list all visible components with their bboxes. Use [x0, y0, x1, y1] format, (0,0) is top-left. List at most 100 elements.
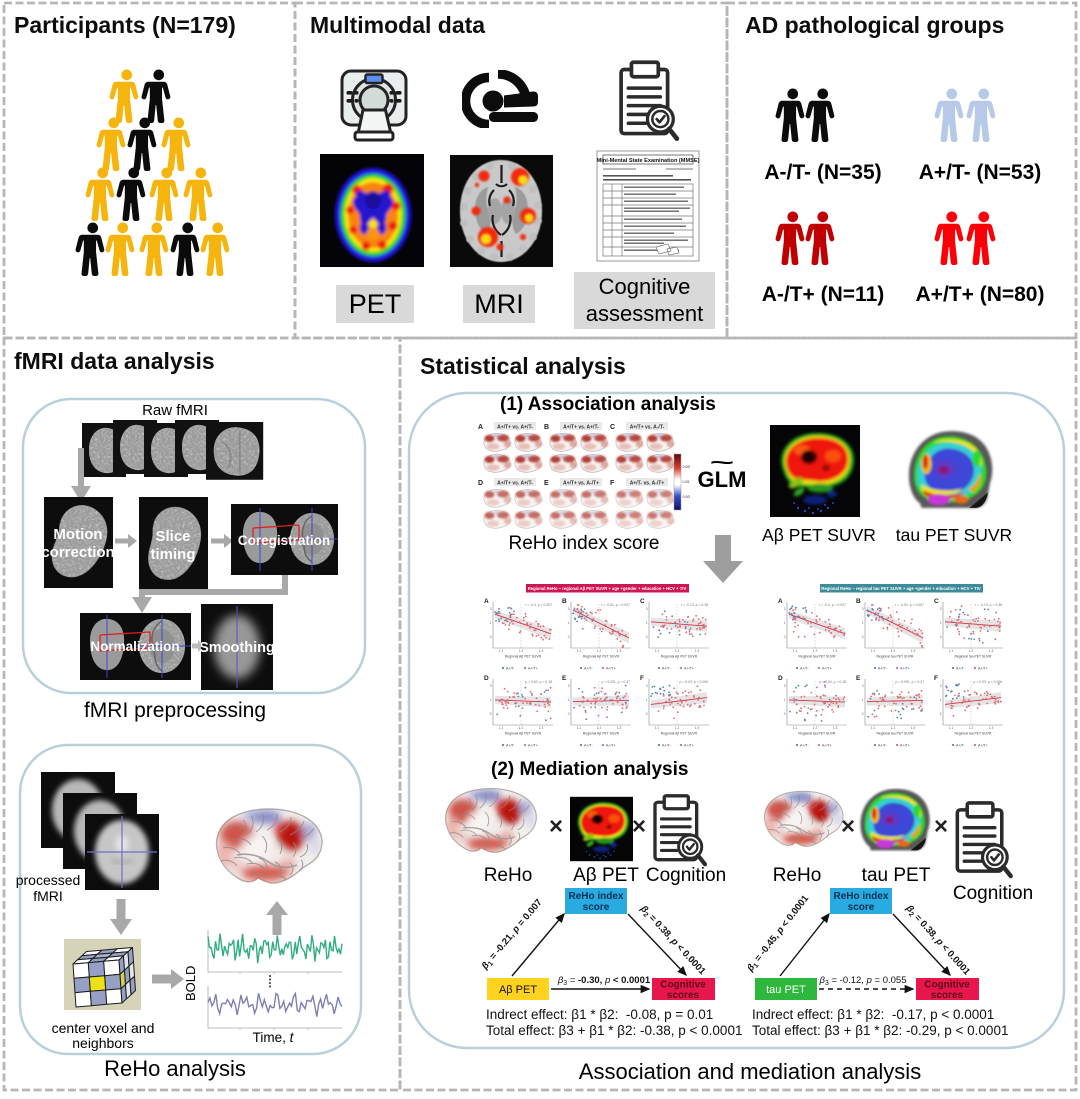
svg-text:A+/T-: A+/T- [800, 744, 809, 748]
svg-text:A+/T- vs. A-/T+: A+/T- vs. A-/T+ [630, 481, 665, 487]
svg-text:1: 1 [940, 698, 942, 702]
svg-text:r = -0.4, p = 0.007: r = -0.4, p = 0.007 [819, 603, 846, 607]
svg-text:3: 3 [862, 684, 864, 688]
svg-text:0.005: 0.005 [683, 465, 691, 469]
svg-text:1.3: 1.3 [617, 726, 622, 730]
svg-text:3: 3 [784, 684, 786, 688]
svg-text:1.2: 1.2 [519, 726, 524, 730]
svg-text:A+/T-: A+/T- [506, 667, 515, 671]
svg-text:β3 = -0.12, p = 0.055: β3 = -0.12, p = 0.055 [818, 975, 906, 987]
svg-text:β1 = -0.45, p < 0.0001: β1 = -0.45, p < 0.0001 [748, 893, 812, 975]
svg-text:Regional tau PET SUVR: Regional tau PET SUVR [877, 732, 914, 736]
svg-text:Coregistration: Coregistration [238, 533, 330, 548]
svg-text:scores: scores [931, 990, 964, 1001]
svg-text:β1 = -0.21, p = 0.007: β1 = -0.21, p = 0.007 [480, 897, 545, 973]
svg-text:A+/T-: A+/T- [584, 744, 593, 748]
svg-text:A+/T+ vs. A-/T+: A+/T+ vs. A-/T+ [563, 481, 599, 487]
svg-text:A+/T-: A+/T- [878, 667, 887, 671]
svg-text:A+/T-: A+/T- [584, 667, 593, 671]
svg-text:1.1: 1.1 [949, 649, 954, 653]
svg-text:r = -0.4, p = 0.007: r = -0.4, p = 0.007 [525, 603, 552, 607]
svg-text:p = 0.091, p = 0.37: p = 0.091, p = 0.37 [896, 680, 925, 684]
svg-text:1.2: 1.2 [891, 649, 896, 653]
svg-text:3: 3 [490, 684, 492, 688]
svg-text:Regional tau PET SUVR: Regional tau PET SUVR [799, 732, 836, 736]
svg-text:A+/T+: A+/T+ [978, 667, 988, 671]
svg-text:A+/T+: A+/T+ [684, 744, 694, 748]
svg-text:r = -0.13, p = 0.38: r = -0.13, p = 0.38 [975, 603, 1002, 607]
svg-text:score: score [848, 902, 875, 913]
svg-text:A+/T-: A+/T- [662, 744, 671, 748]
svg-text:Regional Aβ PET SUVR: Regional Aβ PET SUVR [505, 655, 542, 659]
svg-text:β2 = 0.38, p < 0.0001: β2 = 0.38, p < 0.0001 [637, 903, 708, 978]
svg-text:1.1: 1.1 [949, 726, 954, 730]
svg-text:F: F [934, 675, 938, 682]
svg-text:0: 0 [784, 635, 786, 639]
svg-text:Cognitive: Cognitive [924, 980, 970, 991]
svg-text:1.2: 1.2 [675, 726, 680, 730]
svg-text:B: B [856, 598, 861, 605]
svg-text:A+/T+: A+/T+ [900, 744, 910, 748]
svg-text:1.3: 1.3 [539, 726, 544, 730]
svg-text:1.3: 1.3 [911, 649, 916, 653]
svg-text:1.3: 1.3 [911, 726, 916, 730]
svg-text:A+/T+: A+/T+ [528, 667, 538, 671]
svg-text:0: 0 [862, 712, 864, 716]
svg-text:E: E [544, 480, 549, 487]
svg-text:A+/T-: A+/T- [506, 744, 515, 748]
svg-text:1.3: 1.3 [617, 649, 622, 653]
svg-text:3: 3 [940, 684, 942, 688]
svg-text:A+/T+: A+/T+ [900, 667, 910, 671]
svg-text:A+/T+: A+/T+ [606, 744, 616, 748]
svg-text:p = 0.091, p = 0.37: p = 0.091, p = 0.37 [602, 680, 631, 684]
svg-text:A+/T-: A+/T- [800, 667, 809, 671]
svg-text:Regional tau PET SUVR: Regional tau PET SUVR [955, 732, 992, 736]
svg-text:B: B [562, 598, 567, 605]
svg-text:r = -0.13, p = 0.38: r = -0.13, p = 0.38 [681, 603, 708, 607]
svg-text:1.1: 1.1 [655, 649, 660, 653]
svg-text:tau PET: tau PET [766, 984, 806, 996]
svg-text:D: D [484, 675, 489, 682]
svg-text:1: 1 [862, 621, 864, 625]
svg-text:Regional Aβ PET SUVR: Regional Aβ PET SUVR [661, 732, 698, 736]
svg-text:C: C [610, 424, 615, 431]
svg-text:Motion: Motion [53, 526, 102, 543]
svg-text:1.3: 1.3 [695, 726, 700, 730]
svg-text:p = 0.62, p = 0.18: p = 0.62, p = 0.18 [525, 680, 552, 684]
svg-text:1.3: 1.3 [695, 649, 700, 653]
svg-text:3: 3 [940, 607, 942, 611]
svg-text:p = 0.03, p = 0.006: p = 0.03, p = 0.006 [974, 680, 1003, 684]
svg-text:1.1: 1.1 [577, 726, 582, 730]
svg-text:3: 3 [568, 607, 570, 611]
svg-text:1.2: 1.2 [519, 649, 524, 653]
svg-text:1.1: 1.1 [793, 649, 798, 653]
svg-text:0: 0 [490, 635, 492, 639]
svg-text:1.2: 1.2 [597, 726, 602, 730]
svg-text:1.3: 1.3 [989, 649, 994, 653]
svg-text:3: 3 [646, 607, 648, 611]
svg-text:3: 3 [646, 684, 648, 688]
svg-text:A+/T+ vs. A+/T-: A+/T+ vs. A+/T- [497, 425, 533, 431]
svg-text:Regional Aβ PET SUVR: Regional Aβ PET SUVR [583, 732, 620, 736]
svg-text:0.005: 0.005 [683, 495, 691, 499]
svg-text:correction: correction [44, 544, 113, 561]
svg-text:A+/T+: A+/T+ [822, 667, 832, 671]
svg-text:1.2: 1.2 [813, 726, 818, 730]
svg-text:1.2: 1.2 [891, 726, 896, 730]
svg-text:1.1: 1.1 [499, 726, 504, 730]
svg-text:0.05: 0.05 [683, 480, 690, 484]
svg-text:D: D [478, 480, 483, 487]
svg-text:ReHo index: ReHo index [568, 891, 623, 902]
svg-text:A+/T+: A+/T+ [528, 744, 538, 748]
svg-text:A+/T-: A+/T- [878, 744, 887, 748]
svg-text:Regional ReHo ~ regional Aβ PE: Regional ReHo ~ regional Aβ PET SUVR + a… [528, 586, 687, 591]
svg-text:A+/T-: A+/T- [956, 667, 965, 671]
svg-text:0: 0 [940, 712, 942, 716]
svg-text:1.3: 1.3 [989, 726, 994, 730]
svg-text:1: 1 [784, 698, 786, 702]
svg-text:D: D [778, 675, 783, 682]
svg-text:1: 1 [646, 698, 648, 702]
svg-text:E: E [562, 675, 567, 682]
svg-text:0: 0 [784, 712, 786, 716]
svg-text:A+/T+: A+/T+ [978, 744, 988, 748]
